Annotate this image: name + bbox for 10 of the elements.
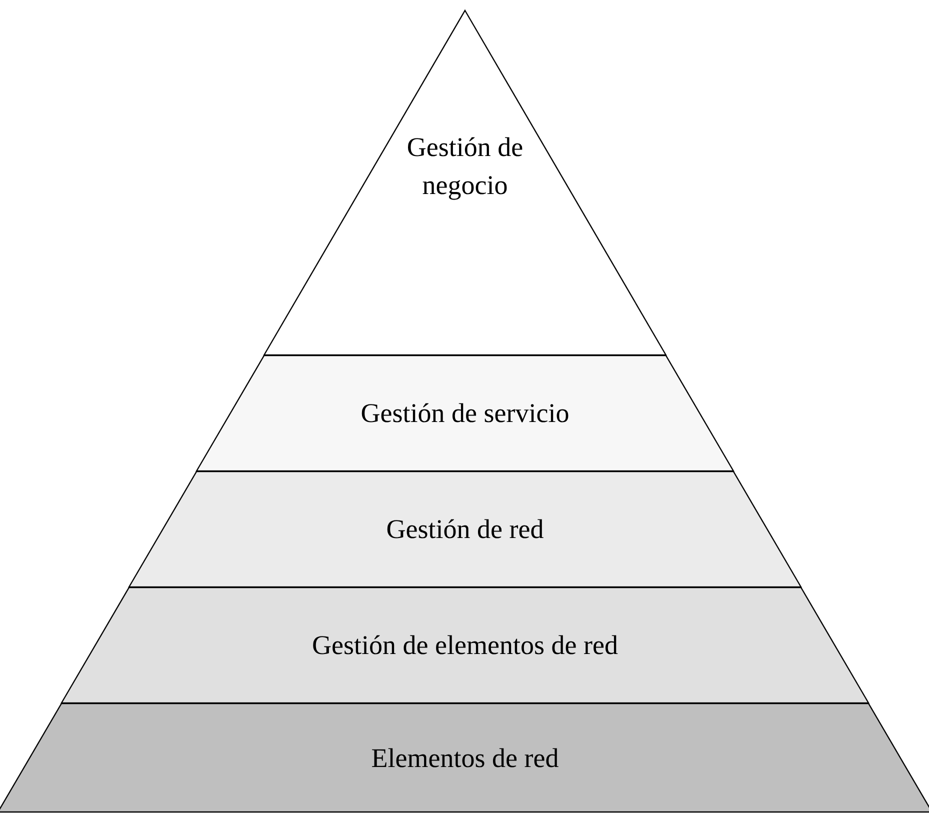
- pyramid-tier: [196, 355, 734, 471]
- pyramid-tier: [61, 587, 869, 703]
- pyramid-tier: [129, 471, 801, 587]
- pyramid-tier: [264, 10, 666, 355]
- pyramid-tier: [0, 703, 929, 812]
- tier-label: Elementos de red: [371, 742, 559, 774]
- tier-label: Gestión de red: [386, 513, 544, 546]
- tier-label: Gestión de servicio: [360, 397, 570, 430]
- tier-label: Gestión de elementos de red: [312, 629, 618, 662]
- tier-label: Gestión de negocio: [406, 131, 524, 202]
